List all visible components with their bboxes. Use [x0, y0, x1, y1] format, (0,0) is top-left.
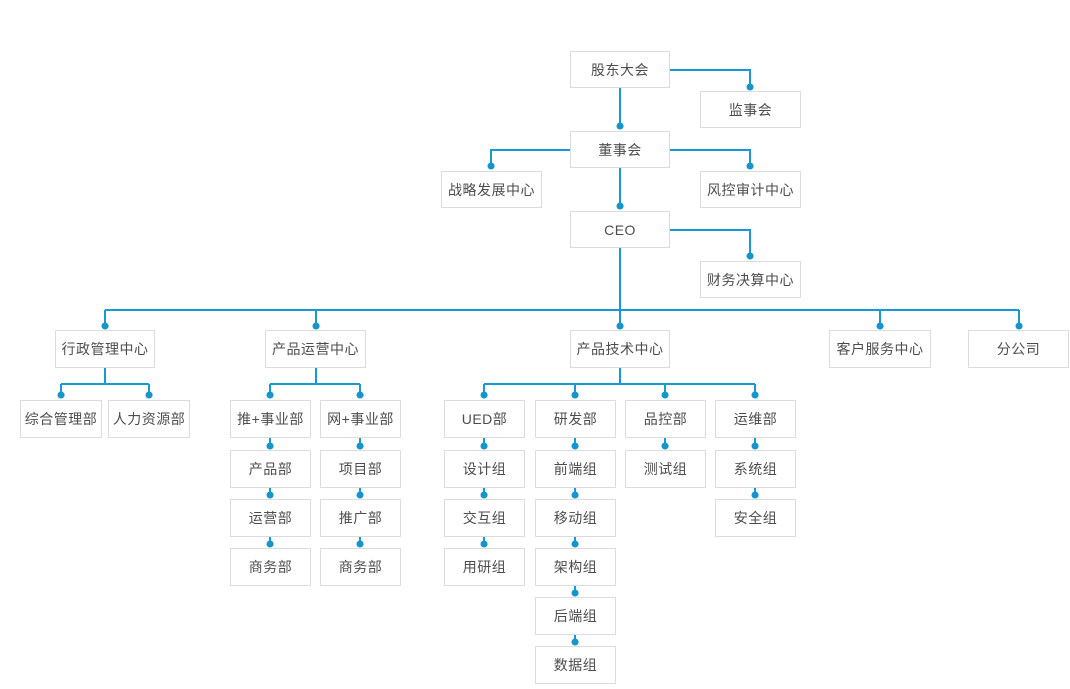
- node-testing-group: 测试组: [625, 450, 706, 488]
- node-finance-center: 财务决算中心: [700, 261, 801, 298]
- node-user-research-group: 用研组: [444, 548, 525, 586]
- node-shareholders-meeting: 股东大会: [570, 51, 670, 88]
- node-design-group: 设计组: [444, 450, 525, 488]
- node-branch-company: 分公司: [968, 330, 1069, 368]
- node-om-dept: 运维部: [715, 400, 796, 438]
- node-board-of-directors: 董事会: [570, 131, 670, 168]
- node-architecture-group: 架构组: [535, 548, 616, 586]
- node-admin-center: 行政管理中心: [55, 330, 155, 368]
- node-wang-division: 网+事业部: [320, 400, 401, 438]
- node-supervisory-board: 监事会: [700, 91, 801, 128]
- node-business-dept-left: 商务部: [230, 548, 311, 586]
- node-promotion-dept: 推广部: [320, 499, 401, 537]
- node-rnd-dept: 研发部: [535, 400, 616, 438]
- node-security-group: 安全组: [715, 499, 796, 537]
- node-frontend-group: 前端组: [535, 450, 616, 488]
- node-product-ops-center: 产品运营中心: [265, 330, 366, 368]
- node-qc-dept: 品控部: [625, 400, 706, 438]
- node-interaction-group: 交互组: [444, 499, 525, 537]
- node-strategy-center: 战略发展中心: [441, 171, 542, 208]
- node-product-tech-center: 产品技术中心: [570, 330, 670, 368]
- node-hr-dept: 人力资源部: [108, 400, 190, 438]
- node-customer-service-center: 客户服务中心: [829, 330, 931, 368]
- node-tui-division: 推+事业部: [230, 400, 311, 438]
- node-business-dept-right: 商务部: [320, 548, 401, 586]
- node-ued-dept: UED部: [444, 400, 525, 438]
- node-ceo: CEO: [570, 211, 670, 248]
- node-operations-dept: 运营部: [230, 499, 311, 537]
- node-risk-audit-center: 风控审计中心: [700, 171, 801, 208]
- node-backend-group: 后端组: [535, 597, 616, 635]
- node-mobile-group: 移动组: [535, 499, 616, 537]
- node-general-mgmt-dept: 综合管理部: [20, 400, 102, 438]
- node-project-dept: 项目部: [320, 450, 401, 488]
- node-product-dept: 产品部: [230, 450, 311, 488]
- node-data-group: 数据组: [535, 646, 616, 684]
- node-system-group: 系统组: [715, 450, 796, 488]
